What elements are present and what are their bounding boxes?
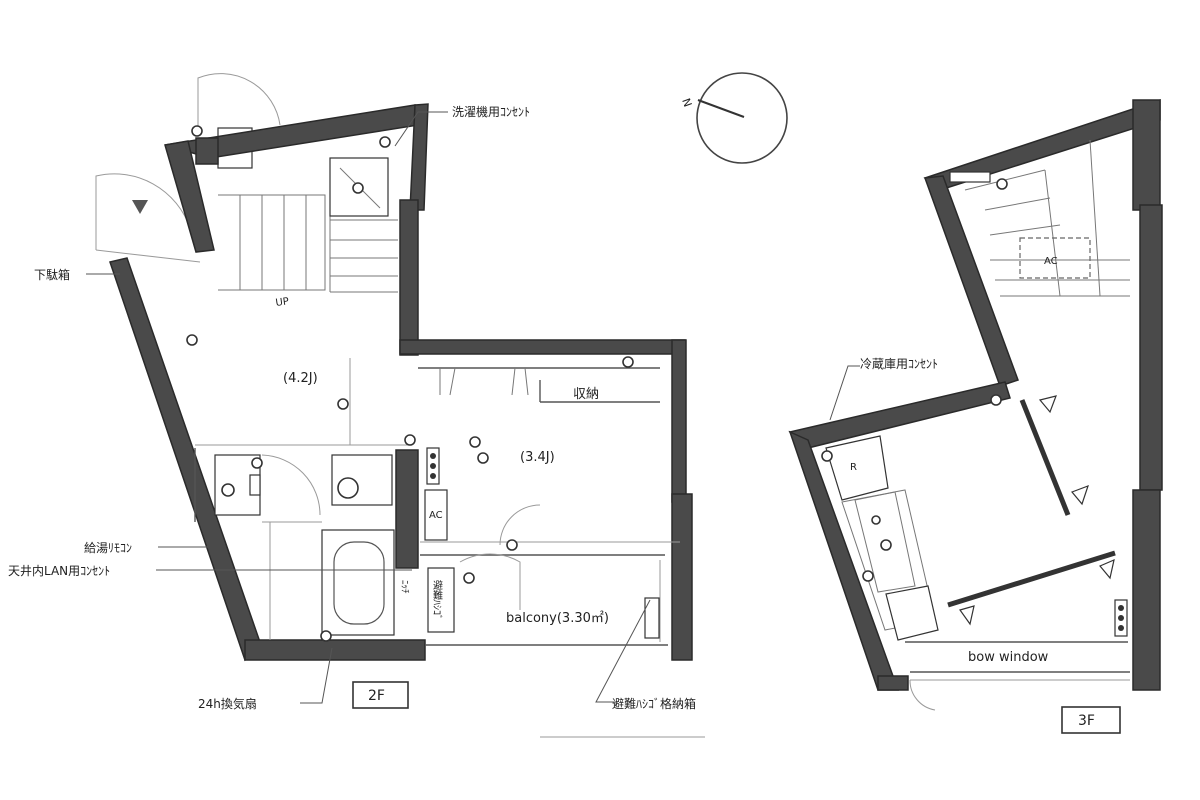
stairs-3f: AC <box>949 139 1130 297</box>
kitchen-3f: R <box>825 435 939 641</box>
floor-tag-2f-label: 2F <box>368 688 385 704</box>
stairs-2f: UP <box>218 160 398 309</box>
callout-shoe-box: 下駄箱 <box>34 267 70 282</box>
callout-fridge-outlet: 冷蔵庫用ｺﾝｾﾝﾄ <box>860 357 938 371</box>
panel-boxes-2f <box>426 447 440 485</box>
light-fixtures-3f <box>821 178 1008 582</box>
walls-3f <box>788 98 1163 691</box>
north-label: N <box>679 97 694 109</box>
compass-needle <box>697 99 745 118</box>
balcony-label: balcony(3.30㎡) <box>506 611 609 626</box>
ac-label-3f: AC <box>1044 256 1058 267</box>
washer-pan <box>329 157 389 217</box>
bath-niche-vertical-label: ﾆｯﾁ <box>399 580 410 594</box>
floor-tag-3f-label: 3F <box>1078 713 1095 729</box>
floor-2f: UP 収納 <box>8 73 705 738</box>
bow-window: bow window <box>905 641 1130 711</box>
ac-label-2f: AC <box>429 510 443 521</box>
compass-circle <box>696 72 788 164</box>
callout-ceiling-lan-outlet: 天井内LAN用ｺﾝｾﾝﾄ <box>8 564 110 578</box>
callout-washer-outlet: 洗濯機用ｺﾝｾﾝﾄ <box>452 104 530 119</box>
room-label-east: (3.4J) <box>520 450 555 465</box>
north-compass: N <box>679 72 788 164</box>
washbasin-2f <box>331 454 393 506</box>
ladder-vertical-label: 避難ﾊｼｺﾞ <box>431 579 443 620</box>
floor-tag-2f: 2F <box>352 681 409 709</box>
room-label-west: (4.2J) <box>283 371 318 386</box>
floor-3f: AC R bow window <box>788 98 1163 734</box>
track-lights-3f <box>947 395 1116 626</box>
fridge-label: R <box>850 462 857 473</box>
callouts-2f: 洗濯機用ｺﾝｾﾝﾄ 下駄箱 給湯ﾘﾓｺﾝ 天井内LAN用ｺﾝｾﾝﾄ 24h換気扇… <box>8 104 696 711</box>
panel-boxes-3f <box>1114 599 1128 637</box>
stairs-up-label: UP <box>275 296 290 309</box>
bathtub-2f <box>321 529 395 636</box>
callouts-3f: 冷蔵庫用ｺﾝｾﾝﾄ <box>829 357 938 421</box>
callout-ventilation-fan: 24h換気扇 <box>198 696 257 711</box>
balcony: balcony(3.30㎡) <box>420 553 668 646</box>
toilet-2f <box>214 454 321 516</box>
callout-escape-ladder-box: 避難ﾊｼｺﾞ格納箱 <box>612 696 696 711</box>
floor-tag-3f: 3F <box>1061 706 1121 734</box>
closet-2f: 収納 <box>418 367 660 403</box>
storage-label: 収納 <box>573 387 599 402</box>
entrance-door-lower <box>95 173 201 263</box>
entrance-arrow-icon <box>132 200 148 214</box>
walls-2f <box>109 103 693 662</box>
light-fixtures-2f <box>186 125 634 642</box>
ac-unit-2f: AC <box>424 489 448 541</box>
bow-window-label: bow window <box>968 650 1049 665</box>
callout-water-heater-remote: 給湯ﾘﾓｺﾝ <box>84 541 132 555</box>
